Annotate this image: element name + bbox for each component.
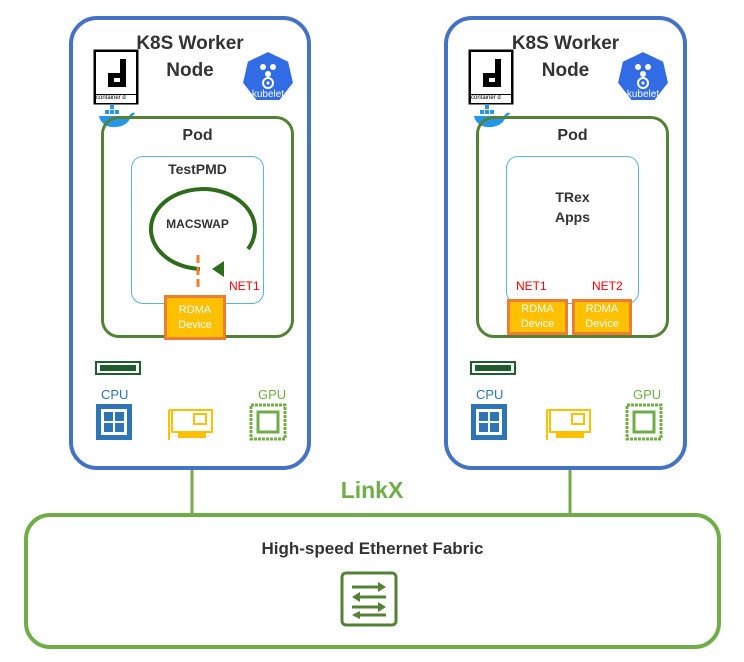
node2-gpu-label: GPU [633, 387, 662, 402]
kubelet-label: kubelet [251, 89, 285, 100]
testpmd-title: TestPMD [168, 161, 227, 177]
pod-1: Pod TestPMD MACSWAP NET1 RDMA Device [101, 116, 294, 340]
testpmd-app: TestPMD MACSWAP NET1 [131, 156, 264, 304]
ethernet-fabric: High-speed Ethernet Fabric [24, 513, 721, 649]
kubelet-icon: kubelet [615, 49, 671, 105]
node2-net2-label: NET2 [592, 279, 623, 293]
pod1-title: Pod [182, 127, 213, 144]
gpu-icon [249, 403, 287, 441]
node1-rdma-device: RDMA Device [164, 295, 226, 340]
cpu-icon [96, 404, 132, 440]
worker-node-2: K8S Worker Node container d kubelet [444, 16, 687, 470]
node1-gpu-label: GPU [258, 387, 287, 402]
containerd-icon: container d [93, 49, 139, 105]
gpu-icon [625, 403, 663, 441]
memory-slot-icon [470, 361, 516, 375]
linkx-label: LinkX [340, 477, 404, 503]
node1-net1-label: NET1 [229, 279, 260, 293]
node1-title: K8S Worker Node [136, 33, 244, 81]
cpu-icon [471, 404, 507, 440]
node2-cpu-label: CPU [476, 387, 504, 402]
worker-node-1: K8S Worker Node container d kubelet [69, 16, 311, 470]
kubelet-icon: kubelet [240, 49, 296, 105]
pod2-title: Pod [557, 127, 588, 144]
kubelet-label: kubelet [626, 89, 660, 100]
pod-2: Pod TRex Apps NET1 NET2 RDMA Device RDMA… [476, 116, 669, 338]
nic-icon [546, 409, 591, 440]
fabric-title: High-speed Ethernet Fabric [261, 539, 484, 558]
containerd-icon: container d [468, 49, 514, 105]
node2-rdma-device-2: RDMA Device [572, 299, 632, 335]
trex-title: TRex Apps [555, 189, 590, 225]
node2-net1-label: NET1 [516, 279, 547, 293]
memory-slot-icon [95, 361, 141, 375]
switch-icon [340, 571, 398, 627]
macswap-label: MACSWAP [166, 217, 229, 231]
macswap-loop-icon [148, 187, 257, 287]
nic-icon [168, 409, 213, 440]
containerd-label: container d [96, 95, 126, 101]
containerd-label: container d [471, 95, 501, 101]
node2-title: K8S Worker Node [511, 33, 620, 81]
node1-cpu-label: CPU [101, 387, 129, 402]
trex-app: TRex Apps NET1 NET2 [506, 156, 639, 304]
node2-rdma-device-1: RDMA Device [507, 299, 568, 335]
